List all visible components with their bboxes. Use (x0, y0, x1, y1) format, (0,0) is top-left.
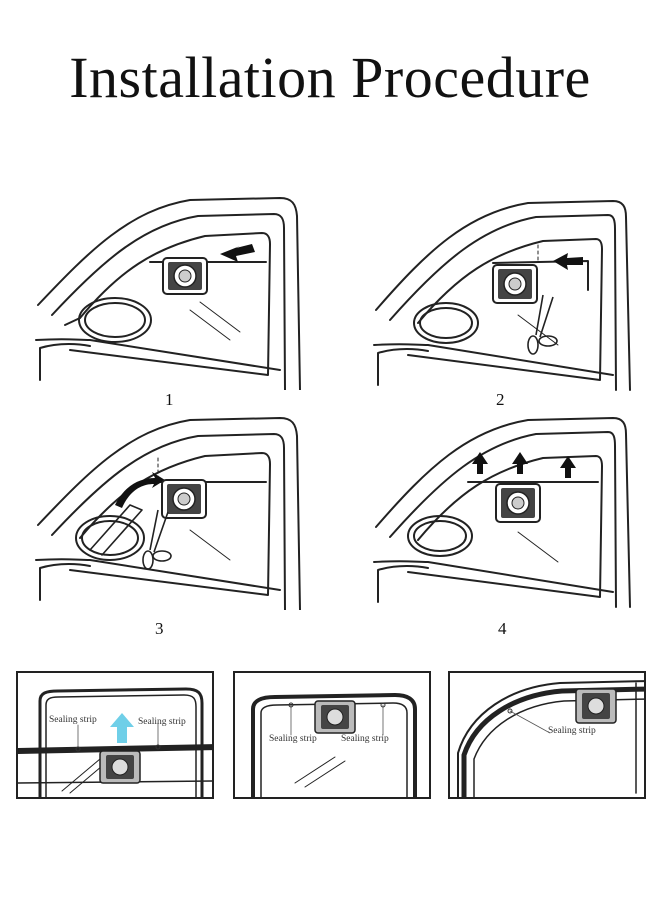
step-4-illustration (368, 412, 658, 612)
solar-fan-icon (495, 483, 541, 523)
solar-fan-icon (492, 264, 538, 304)
solar-fan-icon (161, 479, 207, 519)
page-title: Installation Procedure (69, 45, 591, 110)
step-3-illustration (30, 410, 320, 610)
solar-fan-icon (314, 700, 356, 734)
up-arrow-icon (110, 713, 134, 743)
sealing-strip-label: Sealing strip (341, 734, 389, 744)
detail-panel-1: Sealing strip Sealing strip (16, 671, 214, 799)
scissors-icon (142, 509, 172, 570)
sealing-strip-label: Sealing strip (138, 717, 186, 727)
detail-panel-2: Sealing strip Sealing strip (233, 671, 431, 799)
sealing-strip-label: Sealing strip (269, 734, 317, 744)
solar-fan-icon (162, 257, 208, 295)
step-number-4: 4 (498, 619, 507, 638)
step-2-illustration (368, 195, 658, 395)
detail-panel-3: Sealing strip (448, 671, 646, 799)
step-1-illustration (30, 190, 320, 390)
step-number-3: 3 (155, 619, 164, 638)
solar-fan-icon (99, 750, 141, 784)
left-arrow-icon (220, 244, 255, 262)
scissors-icon (527, 294, 558, 355)
sealing-strip-label: Sealing strip (49, 715, 97, 725)
step-number-2: 2 (496, 390, 505, 409)
up-arrow-icon (472, 452, 576, 478)
left-arrow-icon (553, 253, 583, 270)
solar-fan-icon (575, 688, 617, 724)
step-number-1: 1 (165, 390, 174, 409)
sealing-strip-label: Sealing strip (548, 726, 596, 736)
curved-arrow-icon (115, 472, 165, 508)
